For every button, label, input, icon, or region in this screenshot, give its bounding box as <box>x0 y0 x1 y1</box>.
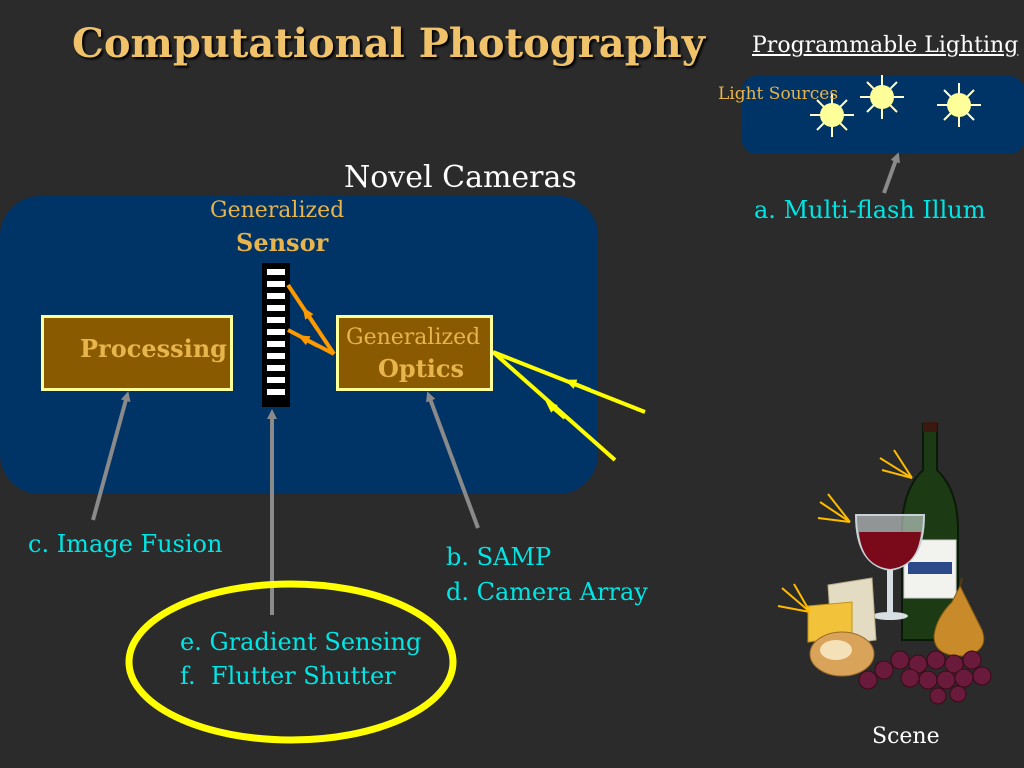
sensor-strip <box>262 263 290 407</box>
camera-array-label: d. Camera Array <box>446 578 648 606</box>
optics-box <box>336 315 493 391</box>
optics-label-bottom: Optics <box>378 354 465 383</box>
optics-label-top: Generalized <box>346 325 481 350</box>
multiflash-label: a. Multi-flash Illum <box>754 196 986 224</box>
highlight-ellipse <box>125 580 457 744</box>
scene-illustration <box>777 422 992 705</box>
light-sources-label: Light Sources <box>718 84 839 104</box>
novel-cameras-heading: Novel Cameras <box>344 160 577 195</box>
light-source-icon <box>860 75 904 119</box>
fusion-arrow <box>91 391 131 521</box>
multiflash-arrow <box>882 152 901 194</box>
processing-label: Processing <box>80 334 227 363</box>
sensor-label-top: Generalized <box>210 198 345 223</box>
optics-arrow <box>426 391 480 529</box>
lighting-heading: Programmable Lighting <box>752 33 1019 58</box>
flutter-shutter-label: f. Flutter Shutter <box>180 662 396 690</box>
scene-label: Scene <box>872 724 940 749</box>
sensor-rays <box>286 283 336 356</box>
sensor-label-bottom: Sensor <box>236 228 329 257</box>
incoming-rays <box>491 350 646 462</box>
light-source-icon <box>810 93 854 137</box>
gradient-sensing-label: e. Gradient Sensing <box>180 628 422 656</box>
samp-label: b. SAMP <box>446 543 552 571</box>
image-fusion-label: c. Image Fusion <box>28 530 223 558</box>
light-source-icon <box>937 83 981 127</box>
page-title: Computational Photography <box>72 20 706 67</box>
processing-box <box>41 315 233 391</box>
